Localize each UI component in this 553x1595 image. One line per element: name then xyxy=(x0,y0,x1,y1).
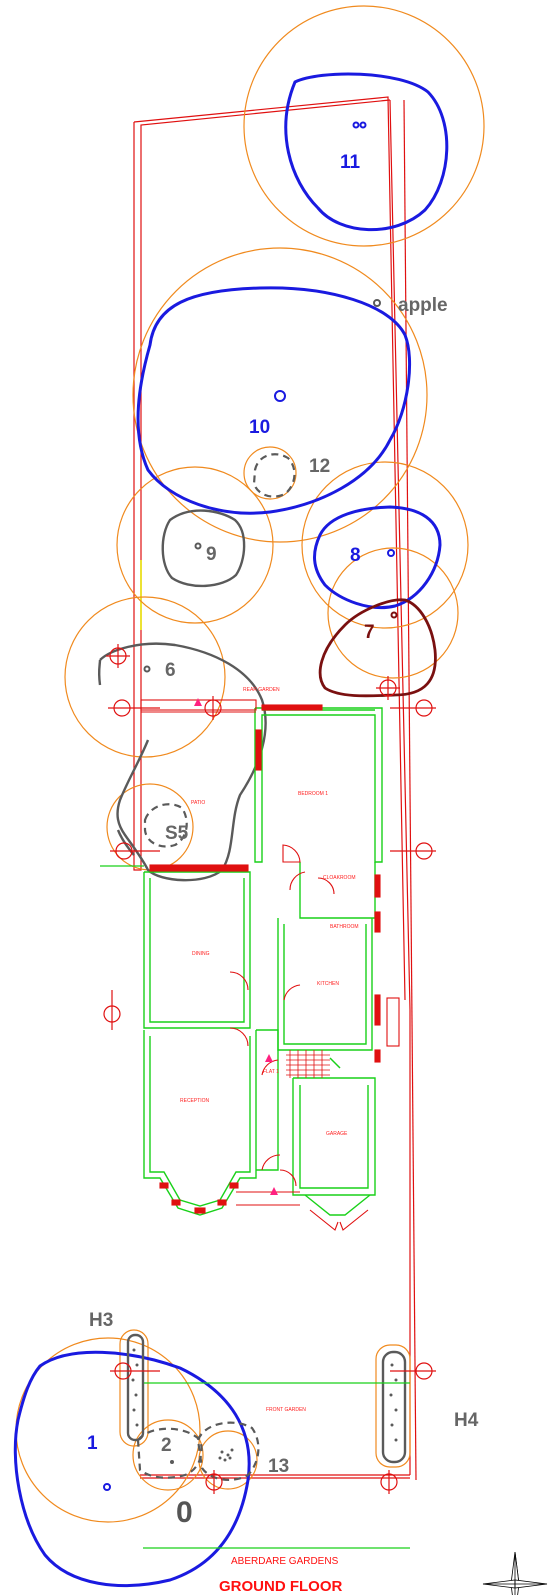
hedges xyxy=(126,1333,407,1464)
hedge-h4-label: H4 xyxy=(454,1410,479,1431)
street-name: ABERDARE GARDENS xyxy=(231,1556,339,1567)
tree-canopies-dashed xyxy=(136,453,296,1482)
tree-12-label: 12 xyxy=(309,456,330,477)
room-patio: PATIO xyxy=(191,800,205,806)
room-cloakroom: CLOAKROOM xyxy=(323,875,356,881)
tree-7-label: 7 xyxy=(364,622,375,643)
interior-red-walls xyxy=(140,699,400,1231)
tree-6-label: 6 xyxy=(165,660,176,681)
room-bedroom: BEDROOM 1 xyxy=(298,791,328,797)
drawing-title: GROUND FLOOR xyxy=(219,1578,342,1595)
tree-stems xyxy=(103,121,398,1491)
ground-lines xyxy=(100,865,410,1549)
tree-11-label: 11 xyxy=(340,152,361,173)
access-arrows xyxy=(194,698,278,1195)
room-rear-garden: REAR GARDEN xyxy=(243,687,280,693)
tree-8-label: 8 xyxy=(350,545,361,566)
tree-2-label: 2 xyxy=(161,1435,172,1456)
north-arrow xyxy=(482,1551,548,1595)
tree-9-label: 9 xyxy=(206,544,217,565)
tree-13-label: 13 xyxy=(268,1456,289,1477)
hedge-h3-label: H3 xyxy=(89,1310,113,1331)
tree-7-canopy xyxy=(318,598,437,698)
tree-canopies-grey xyxy=(97,509,267,882)
scale-bar: 0 xyxy=(176,1496,193,1529)
apple-label: apple xyxy=(398,295,448,316)
scale-label-0: 0 xyxy=(176,1496,193,1529)
tree-1-label: 1 xyxy=(87,1433,98,1454)
tree-10-label: 10 xyxy=(249,417,270,438)
hedge-dots xyxy=(131,1348,398,1462)
tree-canopies-blue xyxy=(13,72,449,1588)
room-dining: DINING xyxy=(192,951,210,957)
section-markers xyxy=(103,644,436,1494)
room-garage: GARAGE xyxy=(326,1131,348,1137)
room-kitchen: KITCHEN xyxy=(317,981,339,987)
stair-arrow xyxy=(329,1057,341,1069)
room-bathroom: BATHROOM xyxy=(330,924,359,930)
tree-s5-label: S5 xyxy=(165,823,189,844)
room-reception: RECEPTION xyxy=(180,1098,210,1104)
tree-2-stem xyxy=(170,1460,174,1464)
building-walls xyxy=(143,707,383,1216)
room-front-garden: FRONT GARDEN xyxy=(266,1407,306,1413)
room-flat: FLAT 1 xyxy=(263,1069,279,1075)
site-boundary xyxy=(133,96,417,1481)
